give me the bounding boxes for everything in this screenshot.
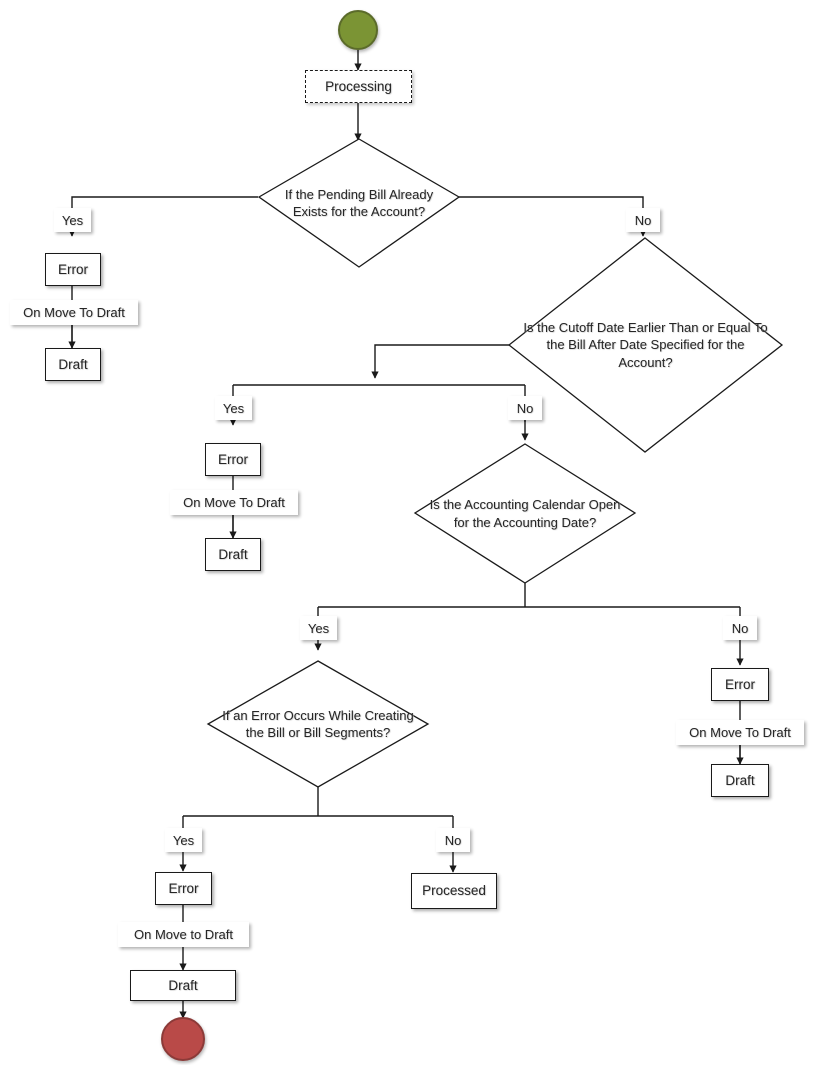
node-draft-2-label: Draft — [218, 546, 248, 562]
end-terminator — [161, 1017, 205, 1061]
edge-label-d3-yes: Yes — [300, 616, 337, 640]
diamond-shape — [413, 443, 637, 584]
edge-label-d1-yes: Yes — [54, 208, 91, 232]
decision-cutoff-date-label: Is the Cutoff Date Earlier Than or Equal… — [523, 320, 768, 370]
decision-pending-bill-exists[interactable]: If the Pending Bill Already Exists for t… — [257, 138, 461, 268]
decision-cutoff-date[interactable]: Is the Cutoff Date Earlier Than or Equal… — [507, 237, 784, 453]
edge-label-d1-no: No — [626, 208, 660, 232]
node-processed[interactable]: Processed — [411, 873, 497, 909]
node-draft-3-label: Draft — [168, 977, 198, 993]
node-error-4[interactable]: Error — [711, 668, 769, 701]
edge-label-d4-no-text: No — [444, 832, 462, 848]
edge-label-d2-no: No — [508, 396, 542, 420]
node-error-1-label: Error — [58, 261, 88, 277]
edge-label-on-move-to-draft-2-text: On Move To Draft — [183, 495, 285, 510]
node-draft-4[interactable]: Draft — [711, 764, 769, 797]
decision-accounting-calendar-open[interactable]: Is the Accounting Calendar Open for the … — [413, 443, 637, 584]
node-draft-3[interactable]: Draft — [130, 970, 236, 1001]
decision-accounting-calendar-open-label: Is the Accounting Calendar Open for the … — [429, 497, 621, 530]
node-error-3-label: Error — [168, 880, 199, 896]
edge-label-d4-yes-text: Yes — [172, 832, 195, 848]
node-processed-label: Processed — [422, 883, 486, 899]
edge-label-d4-no: No — [436, 828, 470, 852]
start-terminator — [338, 10, 378, 50]
node-draft-4-label: Draft — [725, 772, 755, 788]
edge-label-on-move-to-draft-3: On Move To Draft — [676, 720, 804, 745]
node-error-2-label: Error — [218, 451, 248, 467]
node-draft-1-label: Draft — [58, 356, 88, 372]
edge-label-d4-yes: Yes — [165, 828, 202, 852]
decision-error-creating-bill[interactable]: If an Error Occurs While Creating the Bi… — [206, 660, 430, 788]
edge-label-on-move-to-draft-1: On Move To Draft — [10, 300, 138, 325]
edge-label-d3-no-text: No — [731, 620, 749, 636]
edge-label-on-move-to-draft-2: On Move To Draft — [170, 490, 298, 515]
diamond-shape — [206, 660, 430, 788]
edge-label-on-move-to-draft-3-text: On Move To Draft — [689, 725, 791, 740]
node-error-2[interactable]: Error — [205, 443, 261, 476]
node-draft-2[interactable]: Draft — [205, 538, 261, 571]
edge-label-d3-no: No — [723, 616, 757, 640]
diamond-shape — [507, 237, 784, 453]
node-error-3[interactable]: Error — [155, 872, 212, 905]
node-processing[interactable]: Processing — [305, 70, 412, 103]
edge-label-on-move-to-draft-4: On Move to Draft — [118, 922, 249, 947]
edge-label-on-move-to-draft-1-text: On Move To Draft — [23, 305, 125, 320]
edge-label-d3-yes-text: Yes — [307, 620, 330, 636]
edge-label-d2-yes: Yes — [215, 396, 252, 420]
edge-label-d1-no-text: No — [634, 212, 652, 228]
decision-pending-bill-exists-label: If the Pending Bill Already Exists for t… — [284, 186, 434, 219]
node-draft-1[interactable]: Draft — [45, 348, 101, 381]
edge-label-d1-yes-text: Yes — [61, 212, 84, 228]
node-error-4-label: Error — [725, 676, 755, 692]
edge-label-on-move-to-draft-4-text: On Move to Draft — [134, 927, 233, 942]
node-error-1[interactable]: Error — [45, 253, 101, 286]
edge-label-d2-yes-text: Yes — [222, 400, 245, 416]
edge-label-d2-no-text: No — [516, 400, 534, 416]
node-processing-label: Processing — [325, 78, 392, 94]
diamond-shape — [257, 138, 461, 268]
decision-error-creating-bill-label: If an Error Occurs While Creating the Bi… — [222, 707, 414, 740]
